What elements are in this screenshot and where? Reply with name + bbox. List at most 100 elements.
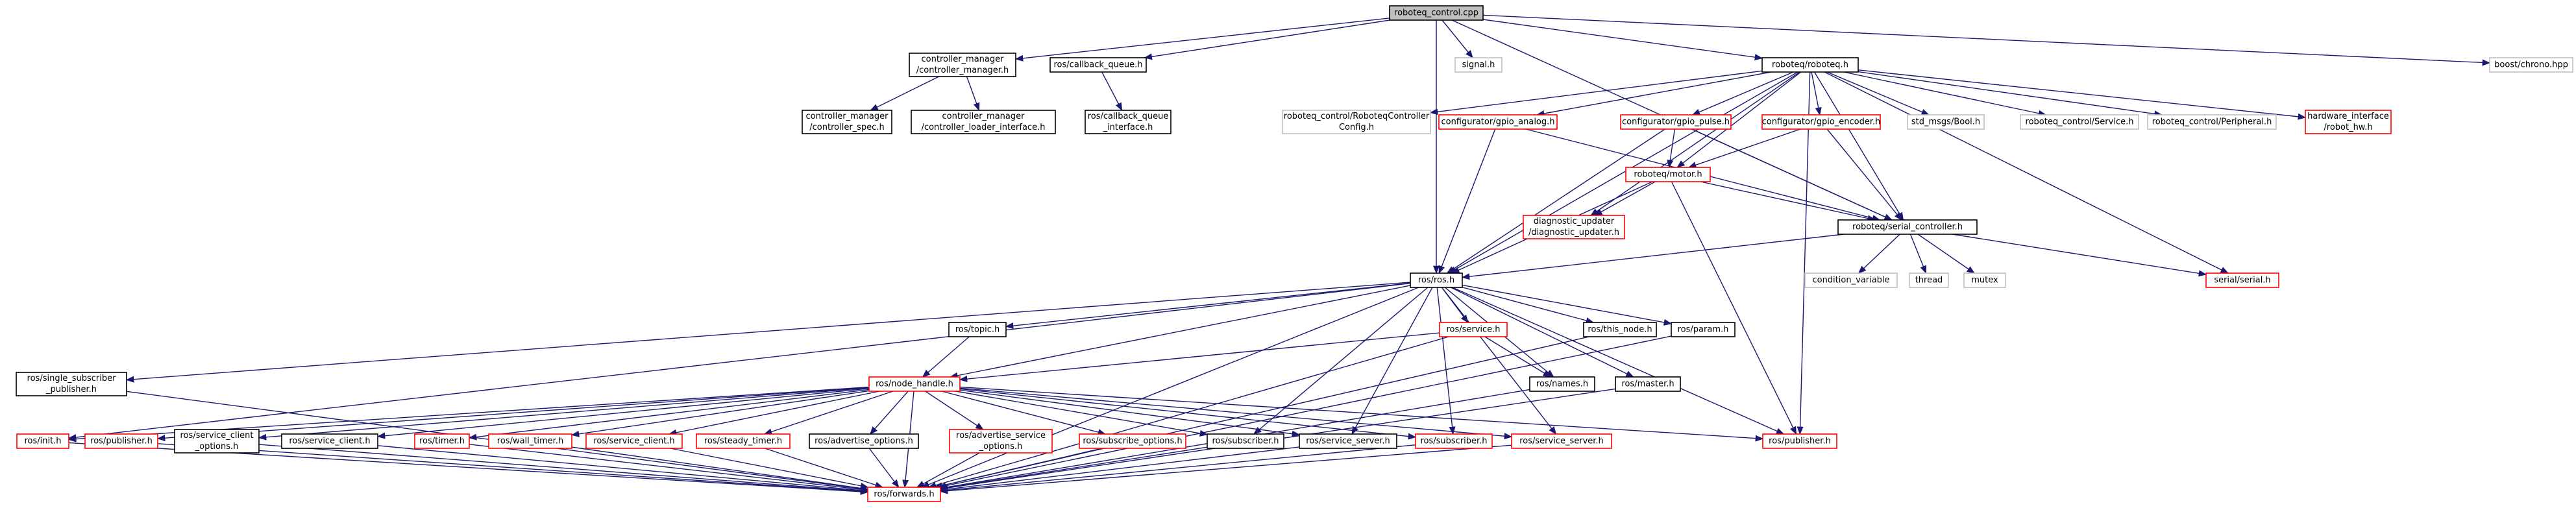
edge-rosh-to-ssp xyxy=(125,282,1411,383)
node-box xyxy=(488,433,572,449)
node-timer[interactable]: ros/timer.h xyxy=(414,433,470,449)
edge-steadytimer-to-forwards xyxy=(765,448,883,489)
node-hwi[interactable]: hardware_interface/robot_hw.h xyxy=(2305,110,2392,134)
edge-rosh-to-ssrv1 xyxy=(1351,287,1433,435)
node-service[interactable]: roboteq_control/Service.h xyxy=(2020,114,2139,130)
node-box xyxy=(1837,219,1978,235)
edge-roboteq-to-motor xyxy=(1676,71,1802,168)
node-box xyxy=(2205,272,2279,288)
node-thisnode[interactable]: ros/this_node.h xyxy=(1583,322,1657,337)
edge-svc-to-forwards xyxy=(927,336,1449,489)
node-label: ros/subscribe_options.h xyxy=(1083,437,1182,446)
edge-sco-to-forwards xyxy=(258,444,869,494)
node-label: ros/wall_timer.h xyxy=(497,437,563,446)
node-steadytimer[interactable]: ros/steady_timer.h xyxy=(696,433,791,449)
node-mutex[interactable]: mutex xyxy=(1963,272,2006,288)
edge-sclient1-to-forwards xyxy=(377,445,869,494)
node-analog[interactable]: configurator/gpio_analog.h xyxy=(1438,114,1558,130)
edge-sclient2-to-forwards xyxy=(670,448,869,489)
node-box xyxy=(585,433,683,449)
node-svc[interactable]: ros/service.h xyxy=(1439,322,1508,337)
node-encoder[interactable]: configurator/gpio_encoder.h xyxy=(1761,114,1881,130)
edge-cm-to-cmspec xyxy=(870,76,939,111)
node-box xyxy=(281,433,378,449)
edge-nh-to-ssrv1 xyxy=(959,389,1301,437)
node-subopt[interactable]: ros/subscribe_options.h xyxy=(1079,433,1186,449)
node-chrono[interactable]: boost/chrono.hpp xyxy=(2489,57,2573,73)
node-names[interactable]: ros/names.h xyxy=(1529,376,1595,392)
node-cm[interactable]: controller_manager/controller_manager.h xyxy=(909,53,1016,77)
node-sub2[interactable]: ros/subscriber.h xyxy=(1415,433,1493,449)
node-box xyxy=(1909,272,1949,288)
node-sclient2[interactable]: ros/service_client.h xyxy=(585,433,683,449)
node-box xyxy=(2147,114,2277,130)
node-thread[interactable]: thread xyxy=(1909,272,1949,288)
edge-rosh-to-thisnode xyxy=(1462,287,1595,324)
node-label: ros/publisher.h xyxy=(1769,437,1831,446)
nodes-layer: roboteq_control.cppcontroller_manager/co… xyxy=(16,5,2573,502)
node-signal[interactable]: signal.h xyxy=(1454,57,1503,73)
node-forwards[interactable]: ros/forwards.h xyxy=(867,487,941,502)
node-advsvc[interactable]: ros/advertise_service_options.h xyxy=(949,429,1053,454)
node-serialctl[interactable]: roboteq/serial_controller.h xyxy=(1837,219,1978,235)
node-roboteq[interactable]: roboteq/roboteq.h xyxy=(1761,57,1859,73)
node-label: ros/init.h xyxy=(24,437,61,446)
node-bool[interactable]: std_msgs/Bool.h xyxy=(1907,114,1985,130)
node-cbq[interactable]: ros/callback_queue.h xyxy=(1049,57,1147,73)
node-serial[interactable]: serial/serial.h xyxy=(2205,272,2279,288)
node-label: roboteq/motor.h xyxy=(1634,170,1702,180)
node-walltimer[interactable]: ros/wall_timer.h xyxy=(488,433,572,449)
node-sub1[interactable]: ros/subscriber.h xyxy=(1207,433,1284,449)
node-box xyxy=(1907,114,1985,130)
node-publisher2[interactable]: ros/publisher.h xyxy=(1762,433,1837,449)
edge-rosh-to-ssrv2 xyxy=(1441,287,1557,435)
edge-roboteq-to-publisher2 xyxy=(1797,71,1811,435)
edge-nh-to-walltimer xyxy=(570,390,870,437)
node-master[interactable]: ros/master.h xyxy=(1615,376,1681,392)
edge-root-to-signal xyxy=(1441,19,1473,58)
node-box xyxy=(949,429,1053,454)
node-box xyxy=(174,429,260,454)
edge-publisher1-to-forwards xyxy=(157,443,869,495)
edge-nh-to-ssrv2 xyxy=(959,387,1513,440)
node-label: ros/single_subscriber xyxy=(27,374,117,383)
edge-ssrv1-to-forwards xyxy=(939,446,1300,492)
node-sclient1[interactable]: ros/service_client.h xyxy=(281,433,378,449)
node-box xyxy=(1963,272,2006,288)
edge-pulse-to-motor xyxy=(1667,128,1676,169)
node-condvar[interactable]: condition_variable xyxy=(1804,272,1898,288)
edge-subopt-to-forwards xyxy=(933,448,1102,489)
edge-roboteq-to-rcconfig xyxy=(1429,70,1763,115)
edge-rosh-to-topic xyxy=(1005,282,1411,330)
node-label: ros/callback_queue.h xyxy=(1054,60,1143,70)
node-peripheral[interactable]: roboteq_control/Peripheral.h xyxy=(2147,114,2277,130)
node-label: ros/publisher.h xyxy=(90,437,153,446)
edge-pulse-to-serialctl xyxy=(1691,128,1893,221)
node-cmspec[interactable]: controller_manager/controller_spec.h xyxy=(802,110,892,134)
node-ssrv1[interactable]: ros/service_server.h xyxy=(1299,433,1397,449)
node-sco[interactable]: ros/service_client_options.h xyxy=(174,429,260,454)
node-label: ros/service_client xyxy=(180,431,254,441)
node-label: roboteq_control/Service.h xyxy=(2026,117,2134,127)
node-init[interactable]: ros/init.h xyxy=(16,433,69,449)
node-label: controller_manager xyxy=(942,112,1025,121)
node-nh[interactable]: ros/node_handle.h xyxy=(868,376,961,392)
node-label: ros/advertise_options.h xyxy=(815,437,913,446)
node-ssrv2[interactable]: ros/service_server.h xyxy=(1511,433,1612,449)
node-diag[interactable]: diagnostic_updater/diagnostic_updater.h xyxy=(1523,215,1625,239)
node-cbqi[interactable]: ros/callback_queue_interface.h xyxy=(1085,110,1171,134)
node-rcconfig[interactable]: roboteq_control/RoboteqControllerConfig.… xyxy=(1282,110,1431,134)
node-cmli[interactable]: controller_manager/controller_loader_int… xyxy=(911,110,1056,134)
node-topic[interactable]: ros/topic.h xyxy=(948,322,1007,337)
node-publisher1[interactable]: ros/publisher.h xyxy=(84,433,158,449)
edge-advsvc-to-forwards xyxy=(916,452,980,488)
node-param[interactable]: ros/param.h xyxy=(1671,322,1736,337)
node-label: _publisher.h xyxy=(45,385,97,394)
node-box xyxy=(16,372,127,396)
node-ssp[interactable]: ros/single_subscriber _publisher.h xyxy=(16,372,127,396)
node-motor[interactable]: roboteq/motor.h xyxy=(1625,167,1711,182)
node-label: configurator/gpio_analog.h xyxy=(1441,117,1554,127)
node-advopt[interactable]: ros/advertise_options.h xyxy=(809,433,919,449)
node-pulse[interactable]: configurator/gpio_pulse.h xyxy=(1620,114,1732,130)
node-rosh[interactable]: ros/ros.h xyxy=(1410,272,1463,288)
